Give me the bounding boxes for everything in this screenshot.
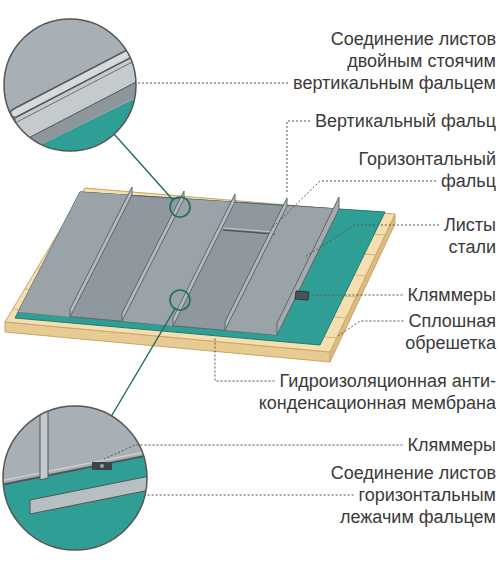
- steel-sheets: [18, 192, 339, 335]
- magnifier-links: [112, 309, 176, 416]
- part-label: Кляммеры: [296, 284, 496, 306]
- wood-sheathing: [5, 188, 395, 362]
- leader-line: [146, 495, 354, 496]
- steel-sheets: [122, 191, 184, 321]
- part-label: Горизонтальный фальц: [326, 148, 496, 192]
- zoom-standing-seam: [0, 15, 140, 165]
- leader-line: [272, 181, 436, 228]
- part-label: Соединение листов двойным стоячим вертик…: [281, 28, 496, 94]
- zoom-lying-seam: [0, 400, 150, 550]
- steel-sheets: [225, 198, 287, 330]
- leader-line: [305, 225, 439, 257]
- leader-line: [136, 83, 288, 84]
- zoom-standing-seam: [0, 15, 140, 165]
- steel-sheets: [295, 291, 309, 300]
- zoom-lying-seam: [0, 400, 150, 514]
- part-label: Сплошная обрешетка: [384, 310, 496, 354]
- zoom-lying-seam: [3, 406, 147, 550]
- zoom-standing-seam: [15, 58, 140, 123]
- zoom-lying-seam: [0, 451, 150, 481]
- leader-line: [312, 295, 403, 296]
- part-label: Кляммеры: [296, 434, 496, 456]
- part-label: Листы стали: [421, 214, 496, 258]
- membrane: [15, 192, 385, 345]
- steel-sheets: [223, 228, 275, 232]
- zoom-standing-seam: [15, 48, 140, 113]
- wood-sheathing: [5, 188, 395, 352]
- steel-sheets: [223, 230, 275, 234]
- steel-sheets: [277, 197, 339, 335]
- steel-sheets: [173, 194, 235, 326]
- zoom-lying-seam: [92, 462, 112, 470]
- magnifier-links: [112, 134, 191, 416]
- steel-sheets: [70, 187, 132, 317]
- zoom-standing-seam: [15, 48, 140, 145]
- zoom-lying-seam: [30, 476, 150, 514]
- zoom-lying-seam: [0, 400, 150, 485]
- leader-line: [338, 321, 403, 336]
- zoom-standing-seam: [15, 48, 140, 113]
- magnifier-links: [114, 134, 173, 200]
- zoom-standing-seam: [4, 19, 136, 151]
- part-label: Соединение листов горизонтальным лежачим…: [316, 462, 496, 528]
- part-label: Гидроизоляционная анти- конденсационная …: [234, 370, 496, 414]
- part-label: Вертикальный фальц: [256, 110, 496, 132]
- leader-line: [215, 337, 275, 381]
- leader-line: [104, 445, 403, 459]
- leader-line: [287, 121, 310, 194]
- magnifier-links: [170, 290, 190, 310]
- zoom-lying-seam: [100, 464, 104, 468]
